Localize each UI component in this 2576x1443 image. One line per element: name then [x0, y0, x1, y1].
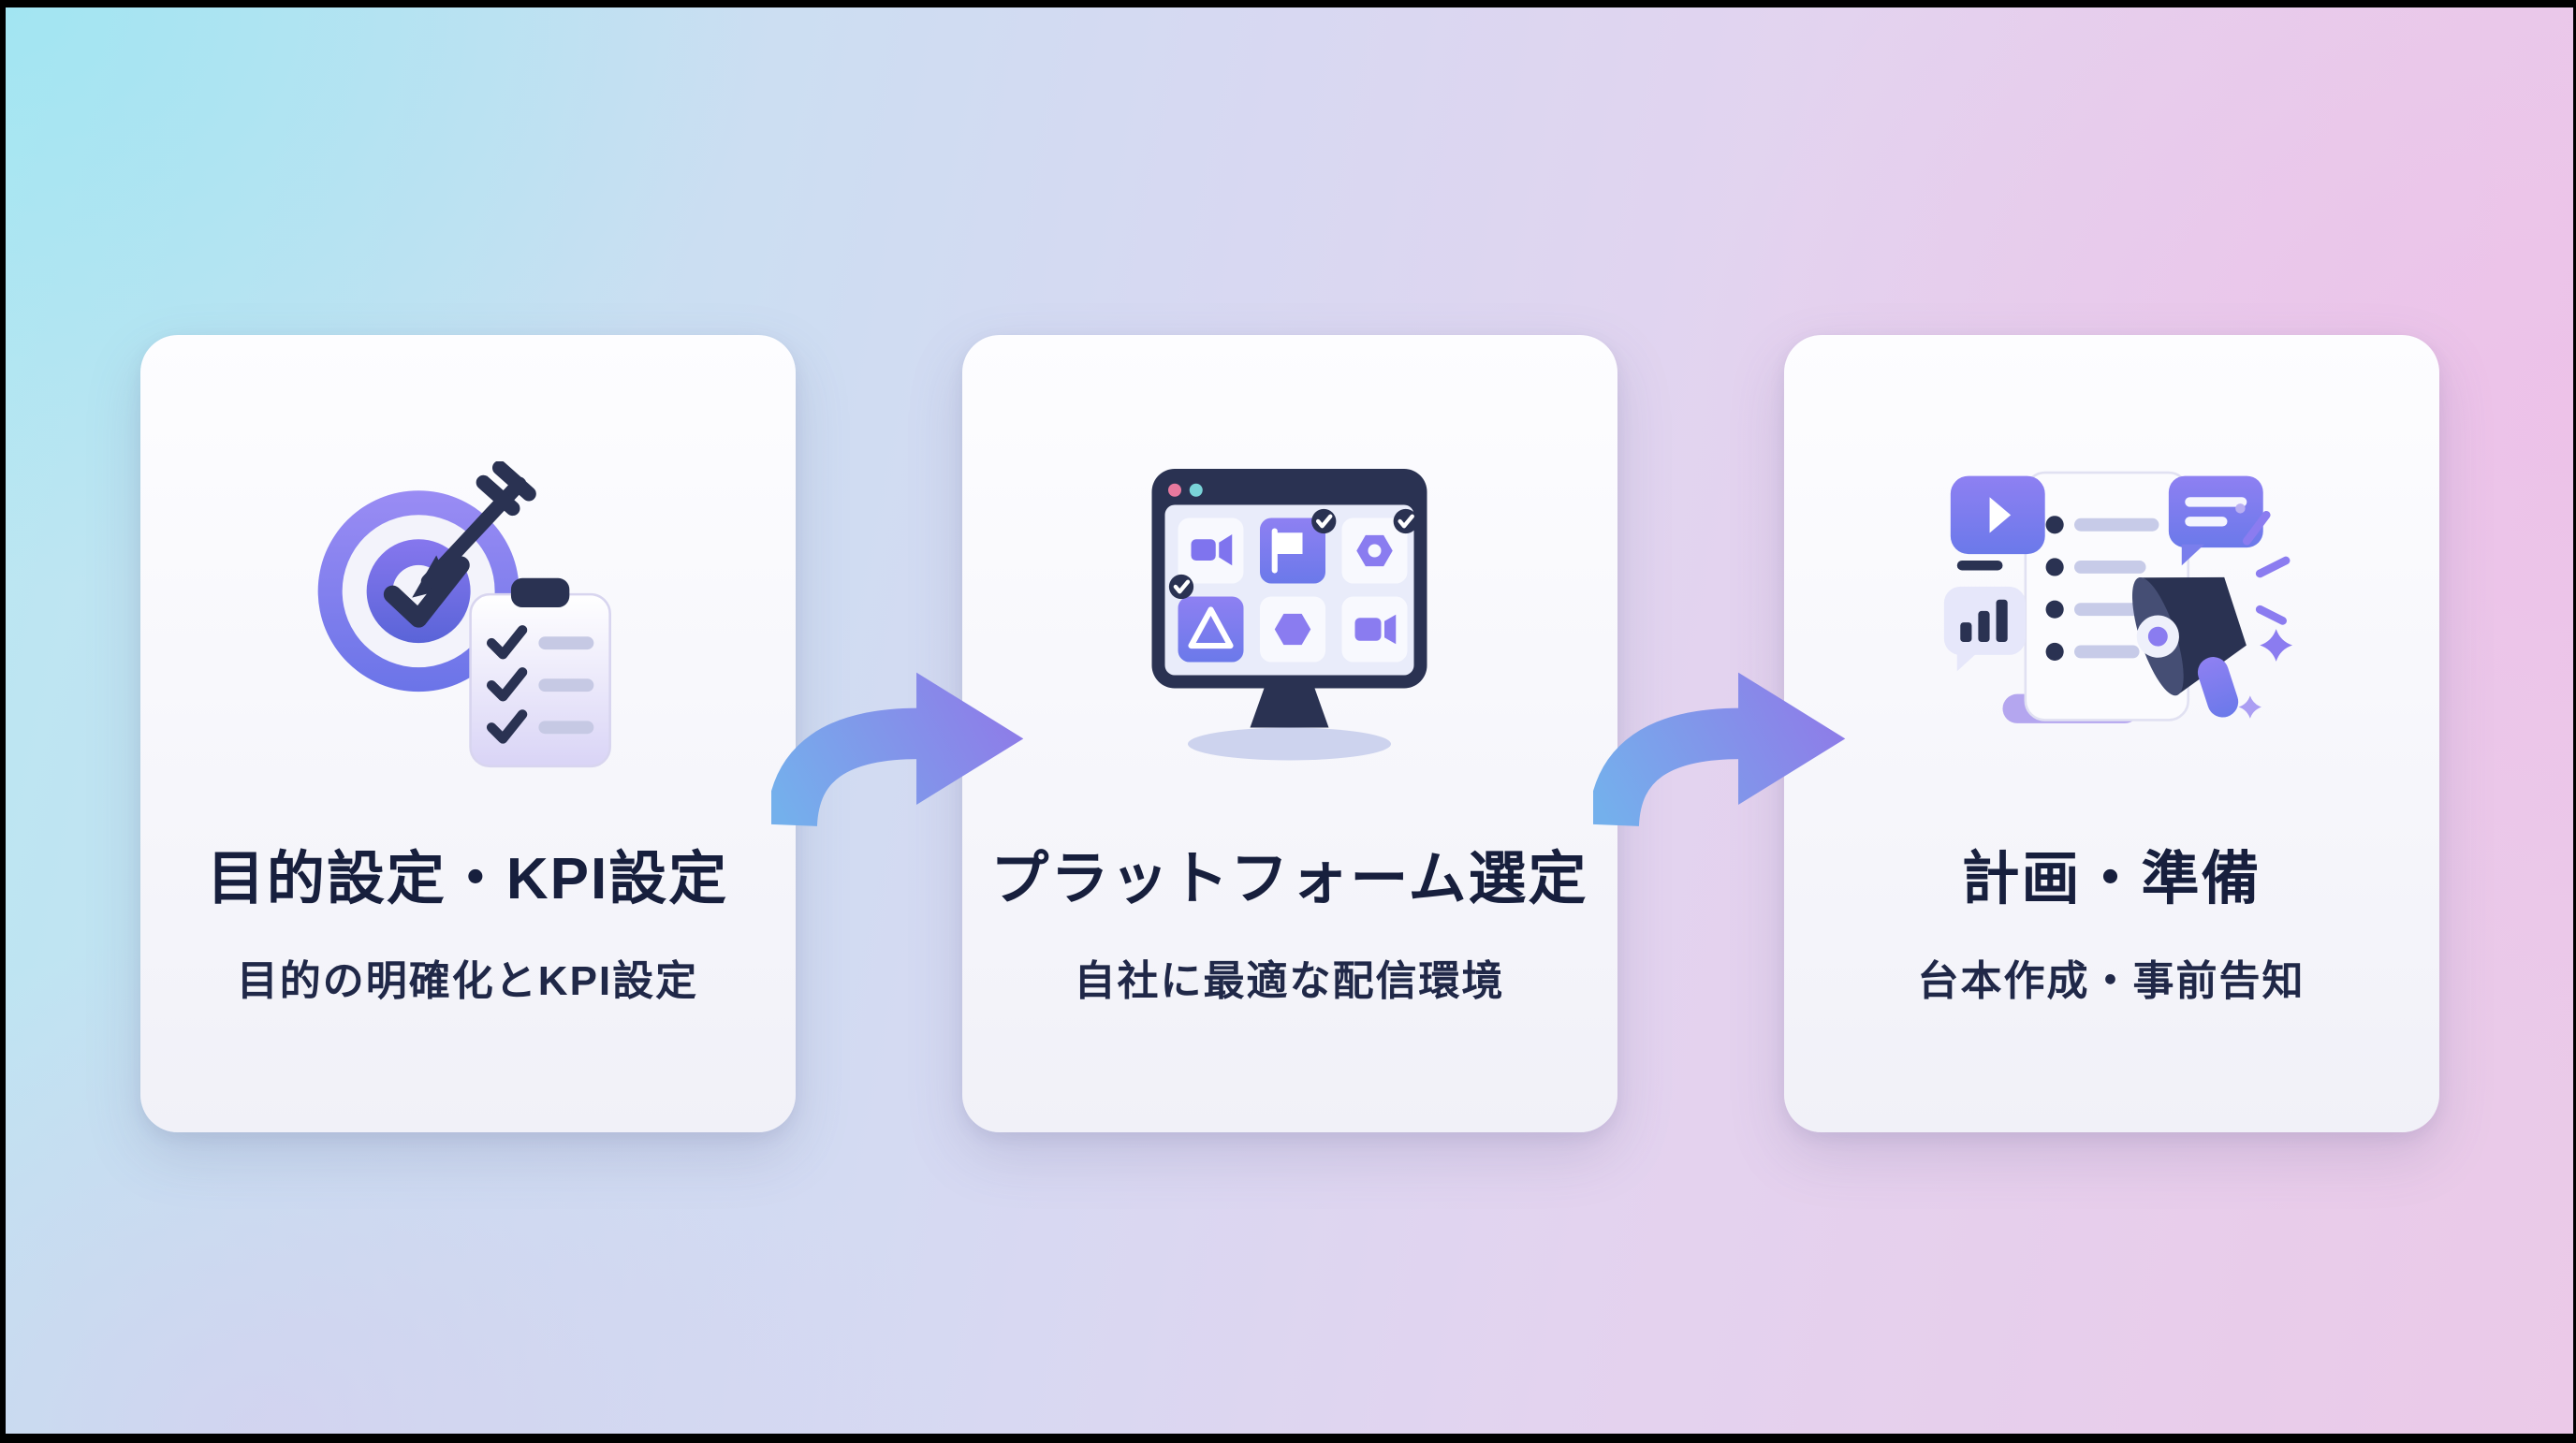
- step2-icon-box: [962, 408, 1617, 831]
- arrow-right-icon-1: [771, 672, 1024, 827]
- step3-icon-box: [1784, 408, 2439, 831]
- step2-title: プラットフォーム選定: [990, 847, 1588, 911]
- platform-monitor-icon: [1151, 469, 1427, 761]
- process-flow: 目的設定・KPI設定 目的の明確化とKPI設定: [6, 7, 2573, 1434]
- step1-subtitle: 目的の明確化とKPI設定: [236, 958, 699, 1004]
- step1-title: 目的設定・KPI設定: [206, 847, 729, 911]
- step-card-platform: プラットフォーム選定 自社に最適な配信環境: [961, 335, 1617, 1132]
- plan-megaphone-icon: [1943, 471, 2292, 723]
- arrow-right-icon-2: [1593, 672, 1846, 827]
- page-background: 目的設定・KPI設定 目的の明確化とKPI設定: [6, 7, 2573, 1434]
- target-kpi-icon: [317, 461, 611, 768]
- step-card-goal-kpi: 目的設定・KPI設定 目的の明確化とKPI設定: [139, 335, 796, 1132]
- step3-title: 計画・準備: [1961, 847, 2261, 911]
- step2-subtitle: 自社に最適な配信環境: [1074, 958, 1505, 1004]
- step3-subtitle: 台本作成・事前告知: [1917, 958, 2305, 1004]
- step-card-plan: 計画・準備 台本作成・事前告知: [1783, 335, 2439, 1132]
- step1-icon-box: [140, 408, 796, 831]
